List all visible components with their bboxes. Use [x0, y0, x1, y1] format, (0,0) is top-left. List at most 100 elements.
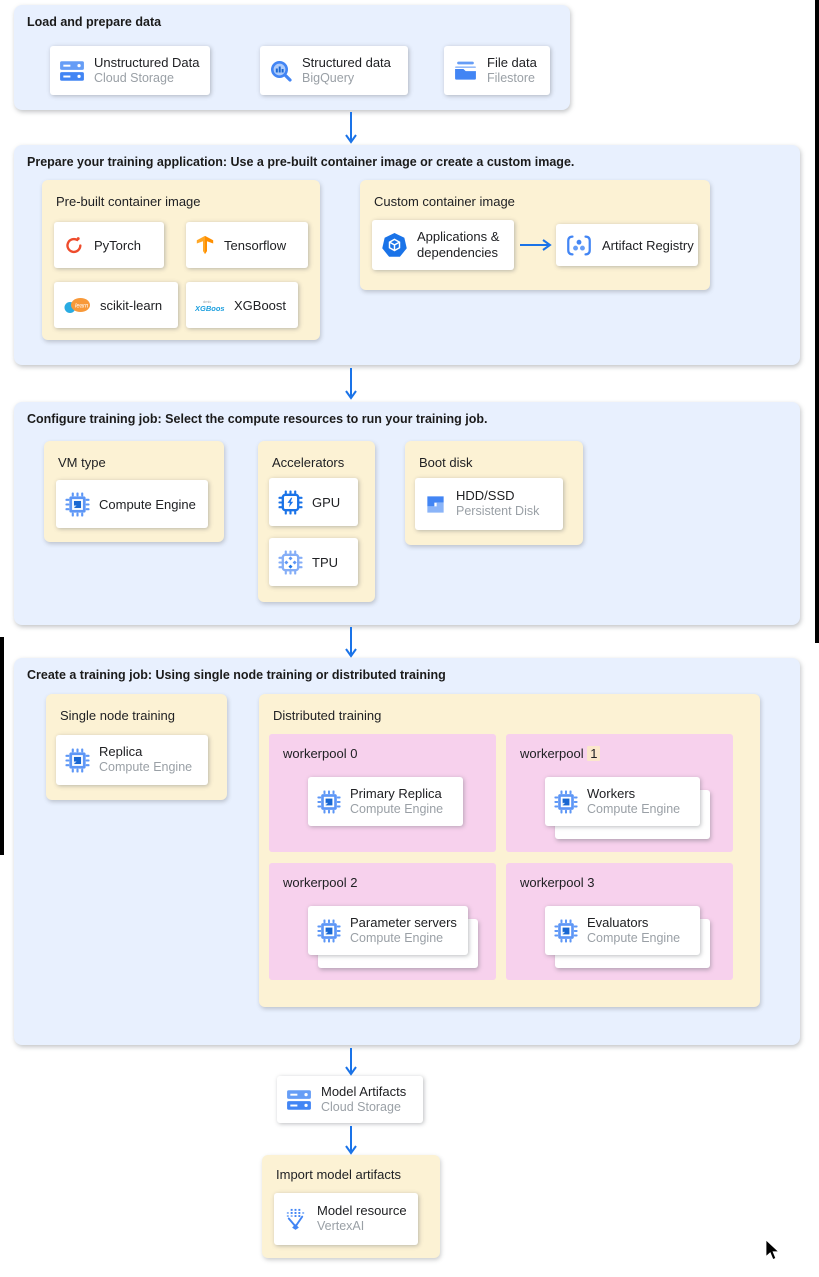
card-label: Primary Replica	[350, 785, 442, 801]
card-label: TPU	[312, 554, 338, 570]
artifact-registry-icon	[565, 234, 593, 257]
card-label: Workers	[587, 785, 636, 801]
group-title: Single node training	[60, 708, 175, 723]
card-label: Model resource	[317, 1203, 407, 1219]
compute-engine-icon	[554, 918, 578, 943]
card-label: Compute Engine	[99, 496, 196, 512]
card-label: Model Artifacts	[321, 1083, 407, 1099]
screen-edge-artifact-left	[0, 637, 4, 855]
card-sublabel: Cloud Storage	[321, 1099, 401, 1114]
card-sublabel: VertexAI	[317, 1219, 365, 1234]
card-label: GPU	[312, 494, 341, 510]
card-sublabel: Filestore	[487, 70, 535, 85]
flow-arrow-right	[520, 238, 552, 257]
section-configure-training-job: Configure training job: Select the compu…	[14, 402, 800, 625]
card-label: Unstructured Data	[94, 54, 200, 70]
filestore-icon	[453, 60, 478, 81]
cloud-storage-icon	[59, 60, 85, 82]
group-title: Import model artifacts	[276, 1167, 401, 1182]
vertex-ai-model-icon	[283, 1207, 308, 1232]
workerpool-label: workerpool 1	[520, 746, 601, 761]
card-label: File data	[487, 54, 537, 70]
card-artifact-registry: Artifact Registry	[556, 224, 698, 266]
tensorflow-icon	[195, 234, 215, 256]
section-title: Load and prepare data	[27, 15, 162, 29]
group-title: VM type	[58, 455, 106, 470]
card-label: XGBoost	[234, 297, 287, 313]
card-sublabel: Compute Engine	[350, 801, 444, 816]
compute-engine-icon	[317, 918, 341, 943]
compute-engine-icon	[65, 747, 90, 773]
svg-text:learn: learn	[75, 304, 89, 310]
card-label: Structured data	[302, 54, 391, 70]
group-distributed-training: Distributed training workerpool 0 Primar…	[259, 694, 760, 1007]
group-prebuilt-container-image: Pre-built container image PyTorch Tensor…	[42, 180, 320, 340]
persistent-disk-icon	[424, 493, 447, 516]
card-tensorflow: Tensorflow	[186, 222, 308, 268]
screen-edge-artifact-right	[815, 0, 819, 643]
gpu-chip-icon	[278, 489, 303, 515]
cloud-storage-icon	[286, 1089, 312, 1111]
card-label: HDD/SSD	[456, 488, 515, 504]
flow-arrow-down	[345, 1048, 357, 1081]
group-title: Distributed training	[273, 708, 382, 723]
group-title: Custom container image	[374, 194, 515, 209]
card-scikit-learn: learn scikit-learn	[54, 282, 178, 328]
card-sublabel: Compute Engine	[587, 930, 681, 945]
card-tpu: TPU	[269, 538, 358, 586]
group-accelerators: Accelerators GPU TPU	[258, 441, 375, 602]
card-sublabel: BigQuery	[302, 70, 355, 85]
workerpool-label: workerpool 3	[520, 875, 595, 890]
compute-engine-icon	[554, 789, 578, 814]
flow-arrow-down	[345, 627, 357, 663]
group-title: Boot disk	[419, 455, 473, 470]
card-gpu: GPU	[269, 478, 358, 526]
flow-arrow-down	[345, 1126, 357, 1160]
card-sublabel: Persistent Disk	[456, 504, 540, 519]
workerpool-label: workerpool 0	[283, 746, 358, 761]
compute-engine-icon	[317, 789, 341, 814]
card-compute-engine: Compute Engine	[56, 480, 208, 528]
svg-text:dmlc: dmlc	[203, 299, 211, 304]
section-prepare-training-application: Prepare your training application: Use a…	[14, 145, 800, 365]
group-title: Pre-built container image	[56, 194, 201, 209]
card-sublabel: Compute Engine	[99, 760, 193, 775]
card-label: scikit-learn	[100, 297, 163, 313]
card-label: Artifact Registry	[602, 237, 694, 253]
card-label: Replica	[99, 744, 143, 760]
tpu-chip-icon	[278, 549, 303, 575]
flow-arrow-down	[345, 368, 357, 405]
card-label: Tensorflow	[224, 237, 287, 253]
section-title: Create a training job: Using single node…	[27, 668, 446, 682]
card-pytorch: PyTorch	[54, 222, 164, 268]
section-title: Prepare your training application: Use a…	[27, 155, 575, 169]
card-sublabel: Compute Engine	[587, 801, 681, 816]
card-applications-dependencies: Applications & dependencies	[372, 220, 514, 270]
group-title: Accelerators	[272, 455, 345, 470]
card-label: PyTorch	[94, 237, 141, 253]
card-label: Parameter servers	[350, 914, 457, 930]
workerpool-label: workerpool 2	[283, 875, 358, 890]
card-label: Evaluators	[587, 914, 649, 930]
section-create-training-job: Create a training job: Using single node…	[14, 658, 800, 1045]
card-sublabel: Cloud Storage	[94, 70, 174, 85]
card-sublabel: Compute Engine	[350, 930, 444, 945]
section-title: Configure training job: Select the compu…	[27, 412, 488, 426]
scikit-learn-icon: learn	[63, 296, 91, 314]
